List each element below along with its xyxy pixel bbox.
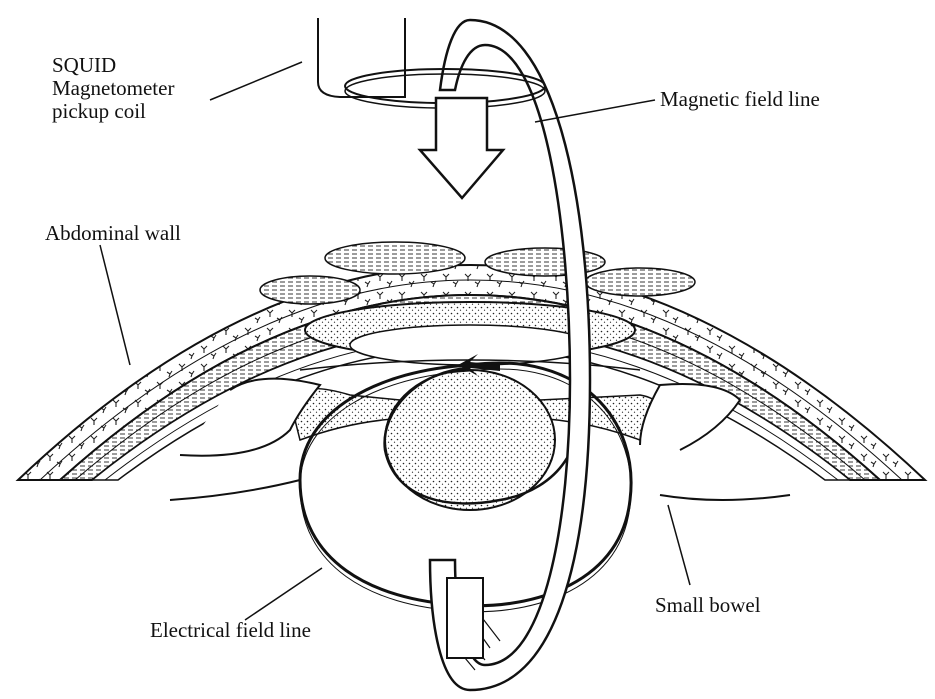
label-abdominal-wall: Abdominal wall (45, 221, 181, 245)
label-squid-line3: pickup coil (52, 99, 146, 123)
label-small-bowel: Small bowel (655, 593, 761, 617)
label-squid-line1: SQUID (52, 53, 116, 77)
squid-pickup-coil (318, 18, 545, 108)
label-electrical-field-line: Electrical field line (150, 618, 311, 642)
label-magnetic-field-line: Magnetic field line (660, 87, 820, 111)
label-squid-line2: Magnetometer (52, 76, 174, 100)
field-direction-arrow (420, 98, 503, 198)
